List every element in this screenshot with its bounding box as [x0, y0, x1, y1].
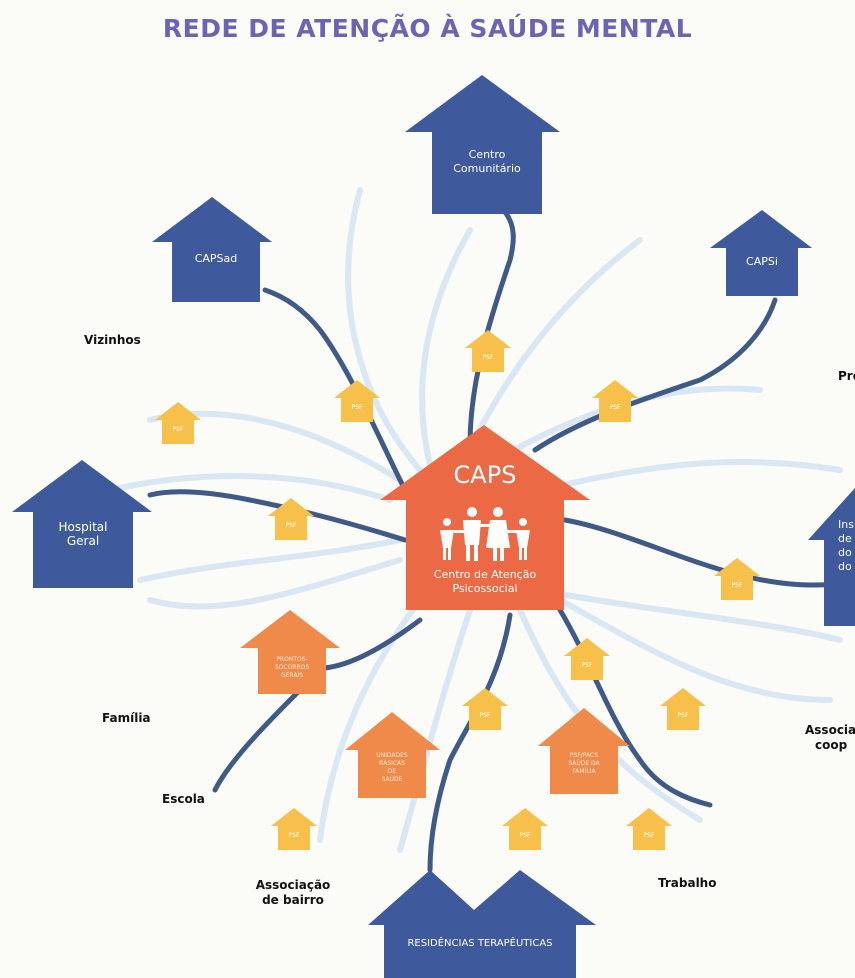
house-prontos-socorros: [240, 610, 340, 694]
centro-comunitario-label: Centro Comunitário: [432, 148, 542, 176]
psf-pacs-label: PSF/PACS SAÚDE DA FAMÍLIA: [550, 752, 618, 776]
centro-line-1: Centro: [468, 148, 506, 161]
residencias-label: RESIDÊNCIAS TERAPÊUTICAS: [407, 938, 553, 949]
psf-label-2: PSF: [351, 404, 363, 411]
psf-label-7: PSF: [581, 662, 593, 669]
psf-house-3: [592, 380, 638, 422]
inst-line-1: Ins: [838, 518, 854, 531]
psf-label-10: PSF: [288, 832, 300, 839]
caps-line-2: Psicossocial: [452, 582, 518, 595]
psf-house-1: [465, 330, 511, 372]
label-vizinhos: Vizinhos: [84, 333, 141, 347]
psf-pacs-line-2: SAÚDE DA: [568, 760, 600, 767]
psf-house-12: [626, 808, 672, 850]
label-pro: Pro: [838, 369, 855, 383]
psf-label-5: PSF: [285, 522, 297, 529]
prontos-line-2: SOCORROS: [274, 664, 310, 671]
psf-house-9: [660, 688, 706, 730]
psf-label-6: PSF: [731, 582, 743, 589]
psf-house-7: [564, 638, 610, 680]
inst-line-2: de: [838, 532, 852, 545]
capsad-label: CAPSad: [194, 252, 238, 265]
diagram-title: REDE DE ATENÇÃO À SAÚDE MENTAL: [162, 14, 693, 43]
psf-house-5: [268, 498, 314, 540]
house-capsad: [152, 197, 272, 302]
psf-label-9: PSF: [677, 712, 689, 719]
psf-label-1: PSF: [482, 354, 494, 361]
house-capsi: [710, 210, 812, 296]
psf-house-8: [462, 688, 508, 730]
unidades-line-4: SAÚDE: [381, 776, 403, 783]
label-familia: Família: [102, 711, 151, 725]
associa-line-1: Associa: [805, 723, 855, 737]
house-unidades-basicas: [345, 712, 440, 798]
psf-pacs-line-3: FAMÍLIA: [572, 768, 596, 775]
hospital-line-2: Geral: [66, 534, 100, 548]
unidades-basicas-label: UNIDADES BÁSICAS DE SAÚDE: [358, 752, 426, 784]
associacao-bairro-line-2: de bairro: [262, 893, 324, 907]
label-associa-coop: Associa coop: [805, 723, 855, 753]
unidades-line-2: BÁSICAS: [379, 760, 405, 767]
psf-label-11: PSF: [519, 832, 531, 839]
psf-house-2: [334, 380, 380, 422]
psf-pacs-line-1: PSF/PACS: [569, 752, 599, 759]
label-escola: Escola: [162, 792, 205, 806]
inst-line-4: do: [838, 560, 852, 573]
psf-houses: [155, 330, 760, 850]
family-icon: [440, 507, 530, 561]
psf-label-12: PSF: [643, 832, 655, 839]
associa-line-2: coop: [815, 738, 848, 752]
label-associacao-bairro: Associação de bairro: [255, 878, 331, 908]
psf-label-4: PSF: [172, 426, 184, 433]
centro-line-2: Comunitário: [453, 162, 521, 175]
house-centro-comunitario: [405, 75, 560, 214]
house-hospital-geral: [12, 460, 152, 588]
inst-line-3: do: [838, 546, 852, 559]
label-trabalho: Trabalho: [658, 876, 717, 890]
house-caps-center: [380, 425, 590, 610]
unidades-line-3: DE: [387, 768, 397, 775]
prontos-socorros-label: PRONTOS- SOCORROS GERAIS: [258, 656, 326, 680]
prontos-line-3: GERAIS: [280, 672, 304, 679]
psf-house-4: [155, 402, 201, 444]
caps-abbr: CAPS: [453, 461, 517, 489]
house-residencias-terapeuticas: [368, 870, 596, 978]
caps-line-1: Centro de Atenção: [433, 568, 537, 581]
prontos-line-1: PRONTOS-: [276, 656, 308, 663]
capsi-label: CAPSi: [746, 255, 778, 268]
hospital-geral-label: Hospital Geral: [33, 520, 133, 548]
psf-house-11: [502, 808, 548, 850]
hospital-line-1: Hospital: [58, 520, 108, 534]
psf-label-8: PSF: [479, 712, 491, 719]
psf-label-3: PSF: [609, 404, 621, 411]
instituicao-label: Ins de do do: [838, 518, 855, 574]
psf-house-10: [271, 808, 317, 850]
house-instituicao-partial: [808, 488, 855, 626]
unidades-line-1: UNIDADES: [376, 752, 408, 759]
house-psf-pacs: [538, 708, 630, 794]
psf-house-6: [714, 558, 760, 600]
caps-full-name: Centro de Atenção Psicossocial: [406, 568, 564, 596]
associacao-bairro-line-1: Associação: [255, 878, 331, 892]
